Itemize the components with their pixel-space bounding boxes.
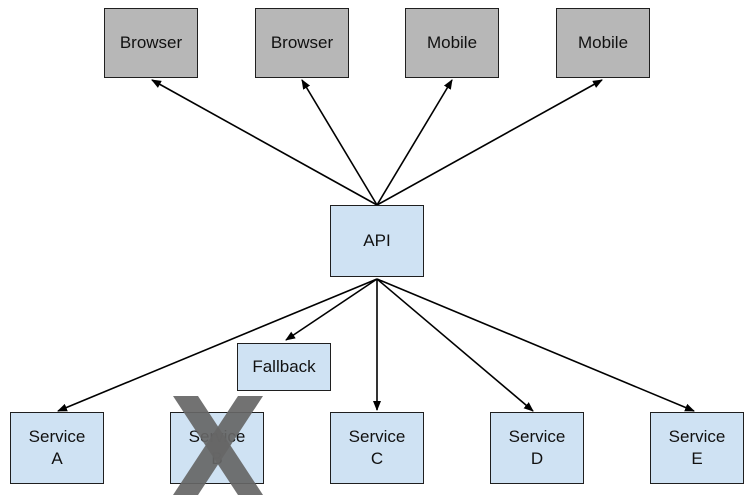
arrow-api-to-browser-1: [151, 79, 378, 206]
client-node-browser-1: Browser: [104, 8, 198, 78]
service-label-line2: A: [51, 449, 63, 468]
arrow-api-to-service-a: [57, 278, 378, 412]
service-label-line2: E: [691, 449, 703, 468]
arrow-api-to-browser-2: [301, 79, 378, 206]
service-label-line1: Service: [668, 427, 726, 446]
arrow-api-to-mobile-2: [376, 79, 603, 206]
client-node-mobile-1: Mobile: [405, 8, 499, 78]
service-label-line2: B: [211, 449, 223, 468]
client-label: Mobile: [577, 33, 629, 52]
service-label-line1: Service: [348, 427, 406, 446]
client-label: Mobile: [426, 33, 478, 52]
service-node-b: Service B: [170, 412, 264, 484]
fallback-node: Fallback: [237, 343, 331, 391]
service-label-line1: Service: [28, 427, 86, 446]
service-node-d: Service D: [490, 412, 584, 484]
api-node: API: [330, 205, 424, 277]
client-node-mobile-2: Mobile: [556, 8, 650, 78]
client-label: Browser: [270, 33, 334, 52]
client-label: Browser: [119, 33, 183, 52]
arrow-api-to-service-d: [376, 278, 534, 412]
arrow-api-to-service-e: [376, 278, 695, 412]
service-label-line2: C: [370, 449, 384, 468]
service-node-e: Service E: [650, 412, 744, 484]
api-label: API: [363, 231, 391, 250]
arrow-api-to-fallback: [285, 278, 378, 341]
service-label-line1: Service: [188, 427, 246, 446]
arrow-api-to-mobile-1: [376, 79, 453, 206]
fallback-label: Fallback: [252, 357, 316, 376]
service-label-line2: D: [530, 449, 544, 468]
service-node-c: Service C: [330, 412, 424, 484]
service-label-line1: Service: [508, 427, 566, 446]
client-node-browser-2: Browser: [255, 8, 349, 78]
service-node-a: Service A: [10, 412, 104, 484]
